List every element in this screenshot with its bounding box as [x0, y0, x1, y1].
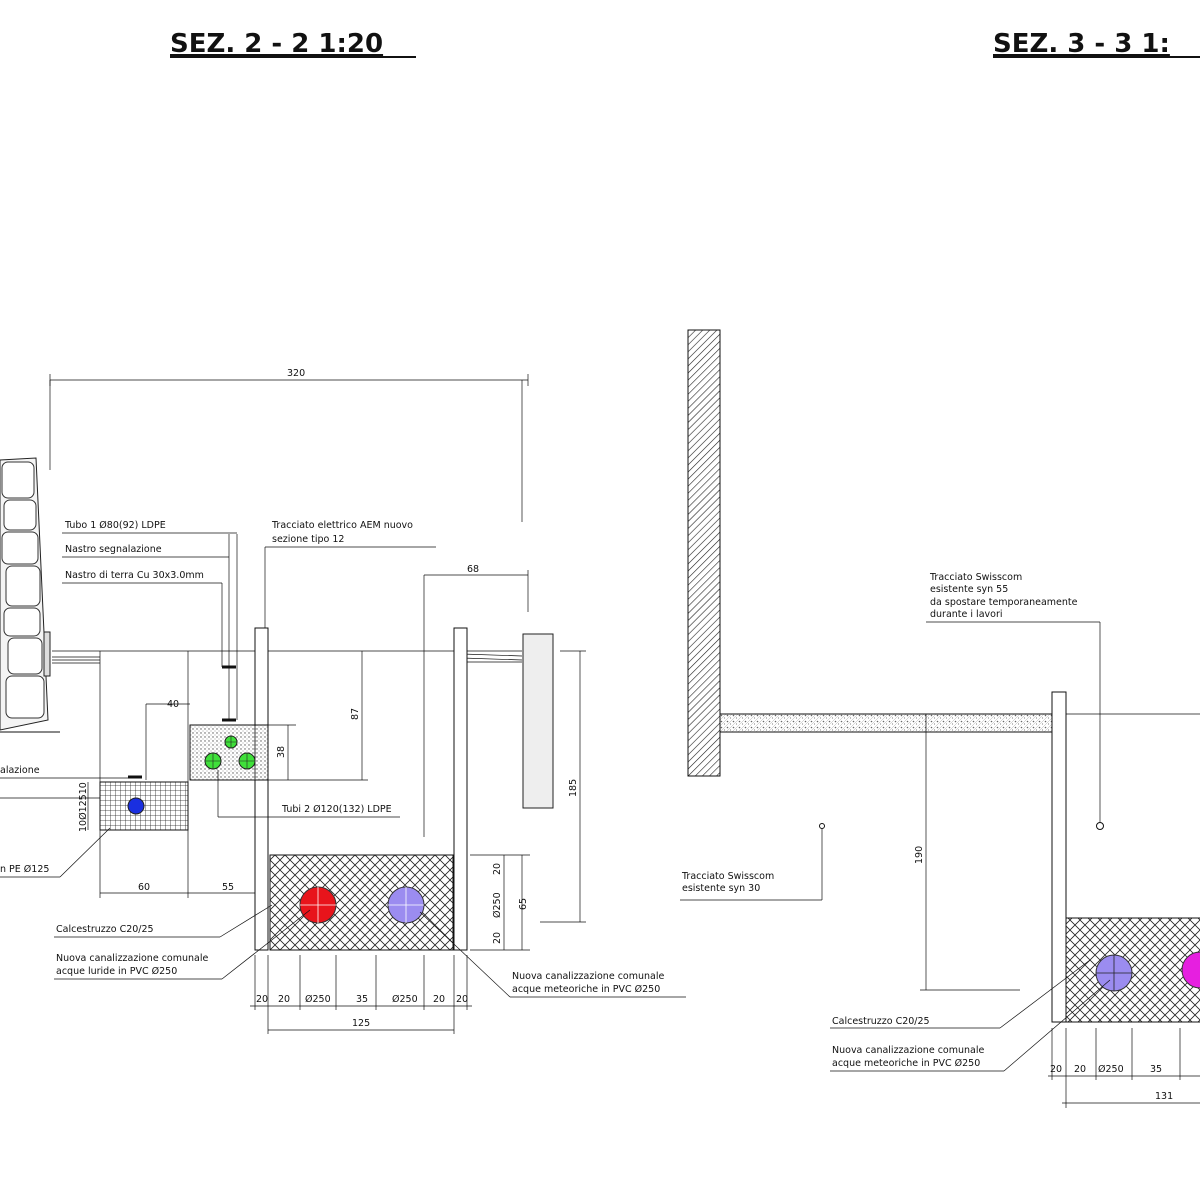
section-3-3-title: SEZ. 3 - 3 1: — [993, 29, 1170, 59]
dim-r20b: 20 — [1074, 1064, 1086, 1075]
dim-68: 68 — [467, 564, 479, 575]
label-meteoriche-right-2: acque meteoriche in PVC Ø250 — [832, 1058, 980, 1069]
dim-20-bottom: 20 — [492, 932, 503, 944]
dim-87: 87 — [350, 708, 361, 720]
label-tracciato-aem-1: Tracciato elettrico AEM nuovo — [271, 520, 413, 531]
dim-250-vert: Ø250 — [492, 892, 503, 918]
stone-wall — [0, 457, 60, 733]
dim-r250: Ø250 — [1098, 1064, 1124, 1075]
label-swiss30-1: Tracciato Swisscom — [681, 871, 774, 882]
dim-b20d: 20 — [456, 994, 468, 1005]
dim-185: 185 — [568, 779, 579, 797]
label-meteoriche-right-1: Nuova canalizzazione comunale — [832, 1045, 984, 1056]
label-swiss55-1: Tracciato Swisscom — [929, 572, 1022, 583]
label-meteoriche-2: acque meteoriche in PVC Ø250 — [512, 984, 660, 995]
dim-b20c: 20 — [433, 994, 445, 1005]
label-swiss55-4: durante i lavori — [930, 609, 1003, 620]
section-3-3: 190 Tracciato Swisscom esistente syn 55 … — [680, 329, 1200, 1108]
label-nastro-segnalazione: Nastro segnalazione — [65, 544, 162, 555]
dim-b20a: 20 — [256, 994, 268, 1005]
dim-320: 320 — [287, 368, 305, 379]
dim-38: 38 — [276, 746, 287, 758]
dim-pe-stack: 10Ø12510 — [78, 782, 89, 832]
label-calcestruzzo-right: Calcestruzzo C20/25 — [832, 1016, 930, 1027]
dim-131: 131 — [1155, 1091, 1173, 1102]
label-tubi2: Tubi 2 Ø120(132) LDPE — [281, 804, 392, 815]
label-tracciato-aem-2: sezione tipo 12 — [272, 534, 344, 545]
dim-b250a: Ø250 — [305, 994, 331, 1005]
dim-60: 60 — [138, 882, 150, 893]
dim-55: 55 — [222, 882, 234, 893]
dim-190: 190 — [914, 846, 925, 864]
dim-20-top: 20 — [492, 863, 503, 875]
label-pe125: n PE Ø125 — [0, 864, 49, 875]
dim-40: 40 — [167, 699, 179, 710]
label-alazione: alazione — [0, 765, 40, 776]
dim-125: 125 — [352, 1018, 370, 1029]
label-meteoriche-1: Nuova canalizzazione comunale — [512, 971, 664, 982]
label-luride-2: acque luride in PVC Ø250 — [56, 966, 177, 977]
dim-b20b: 20 — [278, 994, 290, 1005]
pipe-magenta-right — [1181, 951, 1200, 989]
dim-b35: 35 — [356, 994, 368, 1005]
dim-65: 65 — [518, 898, 529, 910]
section-2-2: 320 68 185 — [0, 368, 686, 1034]
label-calcestruzzo: Calcestruzzo C20/25 — [56, 924, 154, 935]
label-swiss55-2: esistente syn 55 — [930, 584, 1008, 595]
label-nastro-terra: Nastro di terra Cu 30x3.0mm — [65, 570, 204, 581]
pipe-pe-125 — [127, 797, 145, 815]
label-luride-1: Nuova canalizzazione comunale — [56, 953, 208, 964]
section-2-2-title: SEZ. 2 - 2 1:20 — [170, 29, 383, 59]
label-tubo1: Tubo 1 Ø80(92) LDPE — [64, 520, 166, 531]
label-swiss55-3: da spostare temporaneamente — [930, 597, 1078, 608]
dim-r35: 35 — [1150, 1064, 1162, 1075]
label-swiss30-2: esistente syn 30 — [682, 883, 760, 894]
dim-b250b: Ø250 — [392, 994, 418, 1005]
dim-r20a: 20 — [1050, 1064, 1062, 1075]
